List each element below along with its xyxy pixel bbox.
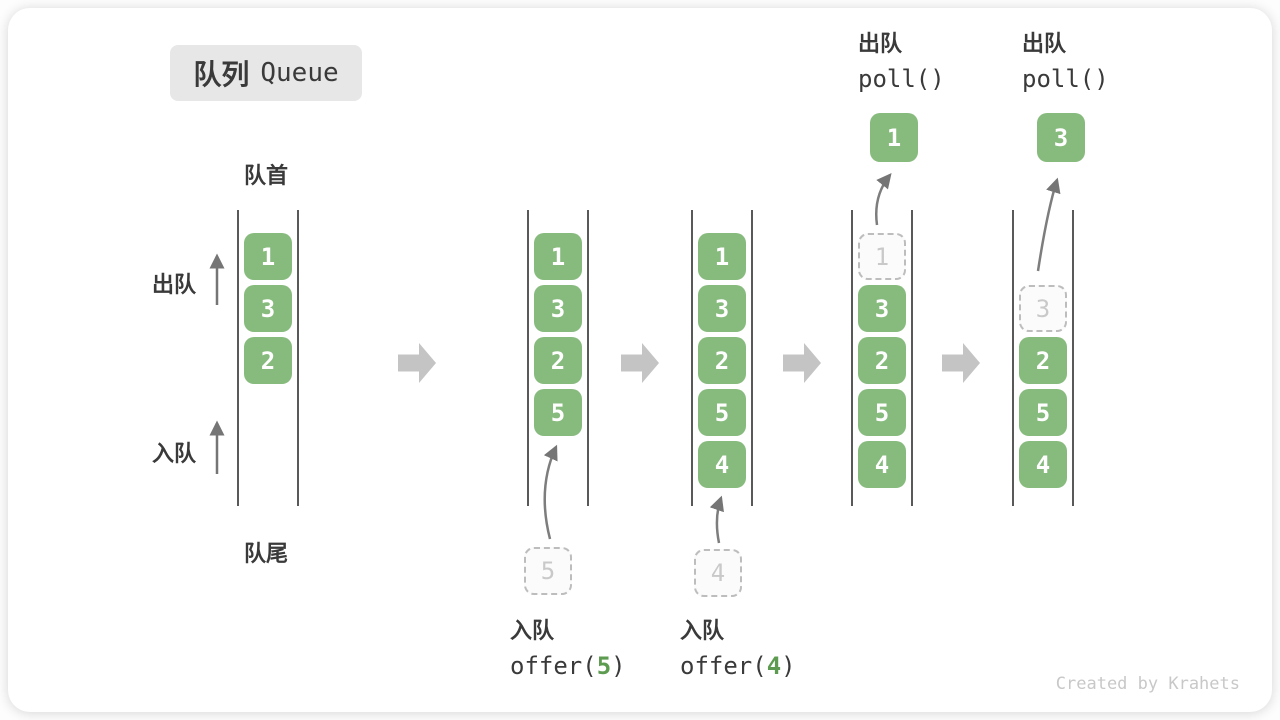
queue-wall — [297, 210, 299, 506]
poll-arrow-icon — [1036, 177, 1061, 272]
label-queue-rear: 队尾 — [244, 541, 289, 566]
queue-wall — [527, 210, 529, 506]
arrow-right-icon — [621, 343, 659, 383]
queue-cell: 2 — [1019, 337, 1067, 384]
label-dequeue: 出队 — [152, 272, 197, 297]
enqueue-op-label: 入队 offer(5) — [510, 618, 626, 680]
queue-cell: 3 — [858, 285, 906, 332]
polled-box: 1 — [870, 113, 918, 162]
label-enqueue: 入队 — [152, 441, 197, 466]
title-badge: 队列 Queue — [170, 45, 362, 101]
label-queue-front: 队首 — [244, 163, 289, 188]
queue-cell: 1 — [244, 233, 292, 280]
queue-cell: 2 — [858, 337, 906, 384]
enqueue-op-arg: 4 — [766, 652, 782, 680]
queue-cell: 5 — [858, 389, 906, 436]
enqueue-op-arg: 5 — [596, 652, 612, 680]
queue-wall — [237, 210, 239, 506]
queue-cell: 4 — [858, 441, 906, 488]
queue-wall — [691, 210, 693, 506]
queue-cell: 2 — [244, 337, 292, 384]
operation-arrows — [543, 173, 1061, 544]
poll-arrow-icon — [875, 173, 892, 226]
queue-cell: 1 — [698, 233, 746, 280]
queue-wall — [911, 210, 913, 506]
queue-wall — [1072, 210, 1074, 506]
queue-cell: 5 — [698, 389, 746, 436]
watermark: Created by Krahets — [1055, 674, 1240, 694]
queue-cell: 5 — [1019, 389, 1067, 436]
enqueue-op-zh: 入队 — [510, 618, 555, 643]
queue-cell-dashed: 1 — [858, 233, 906, 280]
title-zh: 队列 — [193, 59, 250, 90]
queue-cell: 4 — [1019, 441, 1067, 488]
enqueue-arrow-icon — [543, 444, 558, 540]
dequeue-op-zh: 出队 — [1022, 31, 1067, 56]
enqueue-op-code: offer(4) — [680, 652, 796, 680]
queue-cell: 3 — [534, 285, 582, 332]
arrow-right-icon — [942, 343, 980, 383]
queue-cell: 4 — [698, 441, 746, 488]
dequeue-op-code: poll() — [1022, 65, 1109, 93]
dequeue-op-label: 出队 poll() — [1022, 31, 1109, 93]
dequeue-op-code: poll() — [858, 65, 945, 93]
title-en: Queue — [260, 58, 339, 88]
queue-cell: 3 — [698, 285, 746, 332]
dequeue-op-zh: 出队 — [858, 31, 903, 56]
queue-cell: 3 — [244, 285, 292, 332]
queue-wall — [587, 210, 589, 506]
arrow-right-icon — [398, 343, 436, 383]
step-arrows — [398, 343, 980, 383]
pending-box: 5 — [524, 547, 572, 595]
queue-wall — [751, 210, 753, 506]
queue-cell: 2 — [698, 337, 746, 384]
enqueue-arrow-icon — [709, 495, 724, 544]
queue-cell-dashed: 3 — [1019, 285, 1067, 332]
pending-box: 4 — [694, 549, 742, 597]
queue-cell: 1 — [534, 233, 582, 280]
queue-cell: 2 — [534, 337, 582, 384]
enqueue-op-zh: 入队 — [680, 618, 725, 643]
queue-wall — [1012, 210, 1014, 506]
dequeue-op-label: 出队 poll() — [858, 31, 945, 93]
enqueue-op-label: 入队 offer(4) — [680, 618, 796, 680]
arrow-right-icon — [783, 343, 821, 383]
queue-wall — [851, 210, 853, 506]
enqueue-op-code: offer(5) — [510, 652, 626, 680]
queue-cell: 5 — [534, 389, 582, 436]
polled-box: 3 — [1037, 113, 1085, 162]
